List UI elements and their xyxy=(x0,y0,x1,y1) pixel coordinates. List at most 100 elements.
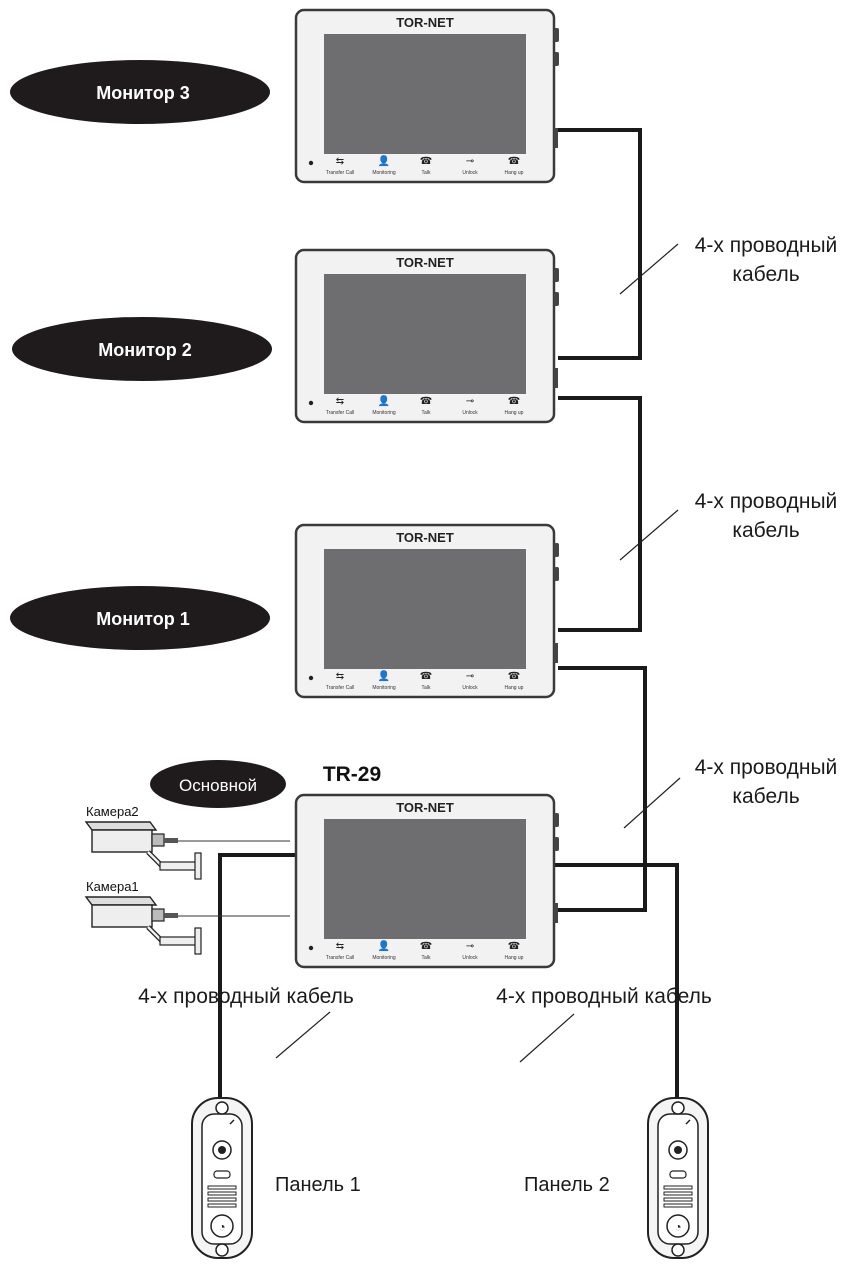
panel-top-screw xyxy=(215,1101,229,1115)
phone-icon: ☎ xyxy=(420,396,432,407)
pointer-line-1 xyxy=(619,243,679,295)
camera-2: Камера2 xyxy=(84,804,202,880)
brand-logo: TOR-NET xyxy=(396,15,454,30)
hang-up-icon: ☎ xyxy=(508,941,520,952)
panel-1-label: Панель 1 xyxy=(275,1174,361,1196)
power-led xyxy=(308,675,314,681)
main-monitor: TOR-NET ⇆Transfer Call 👤 Monitoring ☎Talk… xyxy=(294,793,559,969)
side-knob xyxy=(554,543,559,557)
wire-monitor1-main xyxy=(558,666,647,912)
camera-mount-bar xyxy=(159,936,197,946)
monitoring-label: Monitoring xyxy=(372,955,396,961)
hang-up-icon: ☎ xyxy=(508,671,520,682)
panel-led xyxy=(229,1119,235,1125)
button-row: ⇆ Transfer Call 👤 Monitoring ☎Talk ⊸Unlock… xyxy=(326,669,524,691)
brand-logo: TOR-NET xyxy=(396,800,454,815)
person-icon: 👤 xyxy=(378,669,390,682)
phone-icon: ☎ xyxy=(420,156,432,167)
camera-mount-bar xyxy=(159,861,197,871)
monitoring-label: Monitoring xyxy=(372,410,396,416)
wire-monitor2-monitor1 xyxy=(558,396,642,632)
camera-hood xyxy=(84,821,158,831)
button-row: ⇆Transfer Call 👤 Monitoring ☎ Talk ⊸Unlock… xyxy=(326,394,524,416)
unlock-button[interactable]: ⊸Unlock xyxy=(462,671,478,691)
cable-label-2-line1: 4-х проводный xyxy=(695,490,838,513)
hang-up-button[interactable]: ☎Hang up xyxy=(505,671,524,691)
camera-1-label: Камера1 xyxy=(86,879,139,894)
key-icon: ⊸ xyxy=(466,671,474,682)
hang-up-button[interactable]: ☎ Hang up xyxy=(505,941,524,961)
main-badge-label: Основной xyxy=(179,776,257,795)
unlock-label: Unlock xyxy=(462,955,478,961)
talk-button[interactable]: ☎Talk xyxy=(420,671,432,691)
cable-label-3-line1: 4-х проводный xyxy=(695,756,838,779)
monitor-screen xyxy=(324,34,526,154)
button-row: ⇆ Transfer Call 👤Monitoring ☎ Talk ⊸Unlock… xyxy=(326,154,524,176)
person-icon: 👤 xyxy=(378,394,390,407)
monitor-2: TOR-NET ⇆Transfer Call 👤 Monitoring ☎ Talk… xyxy=(294,248,559,424)
hang-up-button[interactable]: ☎Hang up xyxy=(505,156,524,176)
side-knob xyxy=(554,52,559,66)
cable-label-3-line2: кабель xyxy=(732,785,799,808)
transfer-call-label: Transfer Call xyxy=(326,955,354,961)
transfer-icon: ⇆ xyxy=(336,156,344,167)
camera-lens xyxy=(151,908,165,922)
power-led xyxy=(308,400,314,406)
panel-bottom-screw xyxy=(671,1243,685,1257)
hang-up-label: Hang up xyxy=(505,955,524,961)
power-led xyxy=(308,945,314,951)
side-knob xyxy=(554,567,559,581)
side-knob xyxy=(554,292,559,306)
camera-body xyxy=(91,904,153,928)
hang-up-button[interactable]: ☎Hang up xyxy=(505,396,524,416)
monitor-1: TOR-NET ⇆Transfer Call 👤Monitoring ☎Talk… xyxy=(294,523,559,699)
talk-button[interactable]: ☎Talk xyxy=(420,941,432,961)
monitoring-button[interactable]: 👤 Monitoring xyxy=(372,394,396,416)
brand-logo: TOR-NET xyxy=(396,255,454,270)
panel-bottom-screw xyxy=(215,1243,229,1257)
pointer-lines xyxy=(275,243,681,1063)
key-icon: ⊸ xyxy=(466,941,474,952)
camera-2-label: Камера2 xyxy=(86,804,139,819)
monitoring-button[interactable]: 👤 Monitoring xyxy=(372,939,396,961)
person-icon: 👤 xyxy=(378,939,390,952)
camera-1-icon xyxy=(84,896,202,955)
monitor-screen xyxy=(324,549,526,669)
panel-ir-window xyxy=(669,1170,687,1179)
wire-monitor3-monitor2 xyxy=(558,128,642,360)
transfer-call-button[interactable]: ⇆Transfer Call xyxy=(326,396,354,416)
transfer-call-label: Transfer Call xyxy=(326,170,354,176)
key-icon: ⊸ xyxy=(466,156,474,167)
monitoring-button[interactable]: 👤Monitoring xyxy=(372,154,396,176)
talk-button[interactable]: ☎ Talk xyxy=(420,396,432,416)
unlock-button[interactable]: ⊸Unlock xyxy=(462,156,478,176)
monitor-3: TOR-NET ⇆ Transfer Call 👤Monitoring ☎ Talk… xyxy=(294,8,559,184)
side-knob xyxy=(554,837,559,851)
monitoring-button[interactable]: 👤 Monitoring xyxy=(372,669,396,691)
transfer-icon: ⇆ xyxy=(336,671,344,682)
side-knob xyxy=(554,28,559,42)
talk-label: Talk xyxy=(422,410,431,416)
transfer-call-button[interactable]: ⇆Transfer Call xyxy=(326,941,354,961)
panel-call-button[interactable] xyxy=(210,1214,234,1238)
side-port xyxy=(554,643,558,663)
unlock-button[interactable]: ⊸Unlock xyxy=(462,396,478,416)
unlock-button[interactable]: ⊸ Unlock xyxy=(462,941,478,961)
panel-call-button[interactable] xyxy=(666,1214,690,1238)
panel-ir-window xyxy=(213,1170,231,1179)
camera-connector xyxy=(164,913,178,918)
talk-button[interactable]: ☎ Talk xyxy=(420,156,432,176)
monitor-screen xyxy=(324,274,526,394)
transfer-call-button[interactable]: ⇆ Transfer Call xyxy=(326,156,354,176)
talk-label: Talk xyxy=(422,170,431,176)
pointer-line-3 xyxy=(623,777,681,829)
cable-label-1-line2: кабель xyxy=(732,263,799,286)
person-icon: 👤 xyxy=(378,154,390,167)
monitoring-label: Monitoring xyxy=(372,685,396,691)
transfer-call-button[interactable]: ⇆ Transfer Call xyxy=(326,671,354,691)
camera-connector xyxy=(164,838,178,843)
bell-icon: ◔ xyxy=(218,1220,225,1234)
camera-1: Камера1 xyxy=(84,879,202,955)
transfer-call-label: Transfer Call xyxy=(326,685,354,691)
